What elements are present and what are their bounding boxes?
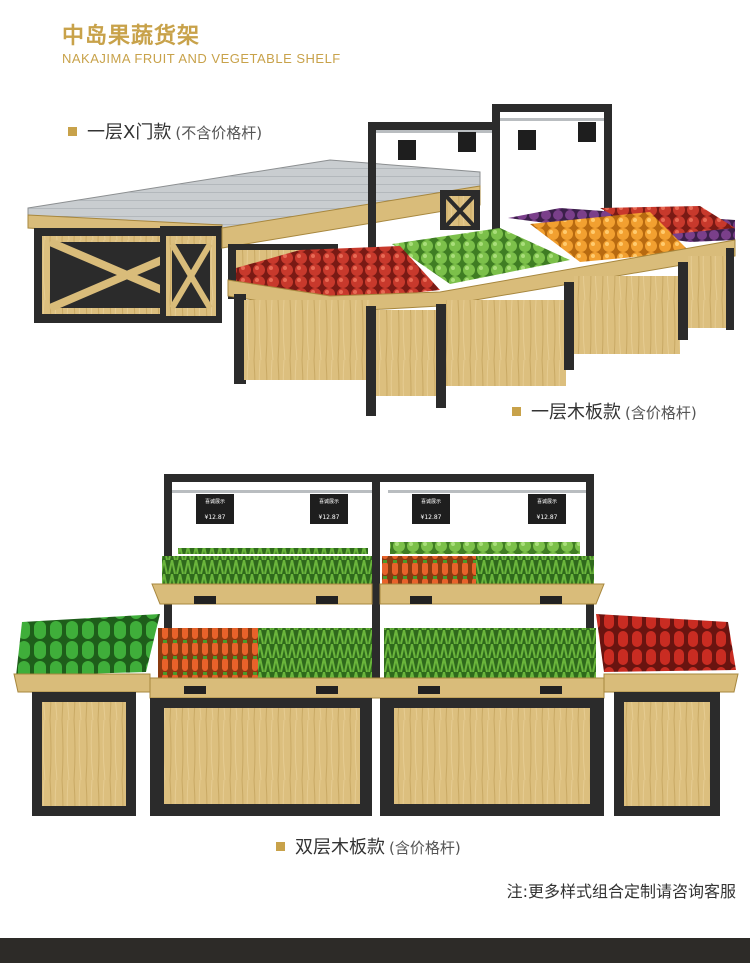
- footer-bar: [0, 938, 750, 963]
- bullet-square-icon: [68, 126, 77, 136]
- variant-label-wood-double: 双层木板款(含价格杆): [276, 833, 461, 859]
- variant-label-wood-single: 一层木板款(含价格杆): [512, 398, 697, 424]
- svg-text:喜诚展示: 喜诚展示: [537, 498, 557, 505]
- svg-text:¥12.87: ¥12.87: [421, 514, 442, 521]
- wood-panel-shelf-double: 喜诚展示 ¥12.87 喜诚展示 ¥12.87 喜诚展示 ¥12.87 喜诚展示…: [13, 474, 739, 816]
- footer-note: 注:更多样式组合定制请咨询客服: [506, 882, 736, 901]
- svg-text:喜诚展示: 喜诚展示: [319, 498, 339, 505]
- page-subtitle: NAKAJIMA FRUIT AND VEGETABLE SHELF: [62, 51, 341, 66]
- wood-panel-shelf-single: [227, 104, 736, 416]
- svg-text:喜诚展示: 喜诚展示: [205, 498, 225, 505]
- page-title: 中岛果蔬货架: [62, 24, 201, 49]
- price-sign: 喜诚展示 ¥12.87: [196, 494, 234, 524]
- bullet-square-icon: [512, 406, 521, 416]
- svg-text:¥12.87: ¥12.87: [537, 514, 558, 521]
- bullet-square-icon: [276, 841, 285, 851]
- variant-label-x-door: 一层X门款(不含价格杆): [68, 118, 262, 144]
- price-sign: 喜诚展示 ¥12.87: [310, 494, 348, 524]
- svg-text:喜诚展示: 喜诚展示: [421, 498, 441, 505]
- price-sign: 喜诚展示 ¥12.87: [528, 494, 566, 524]
- price-sign: 喜诚展示 ¥12.87: [412, 494, 450, 524]
- svg-text:¥12.87: ¥12.87: [205, 514, 226, 521]
- svg-text:¥12.87: ¥12.87: [319, 514, 340, 521]
